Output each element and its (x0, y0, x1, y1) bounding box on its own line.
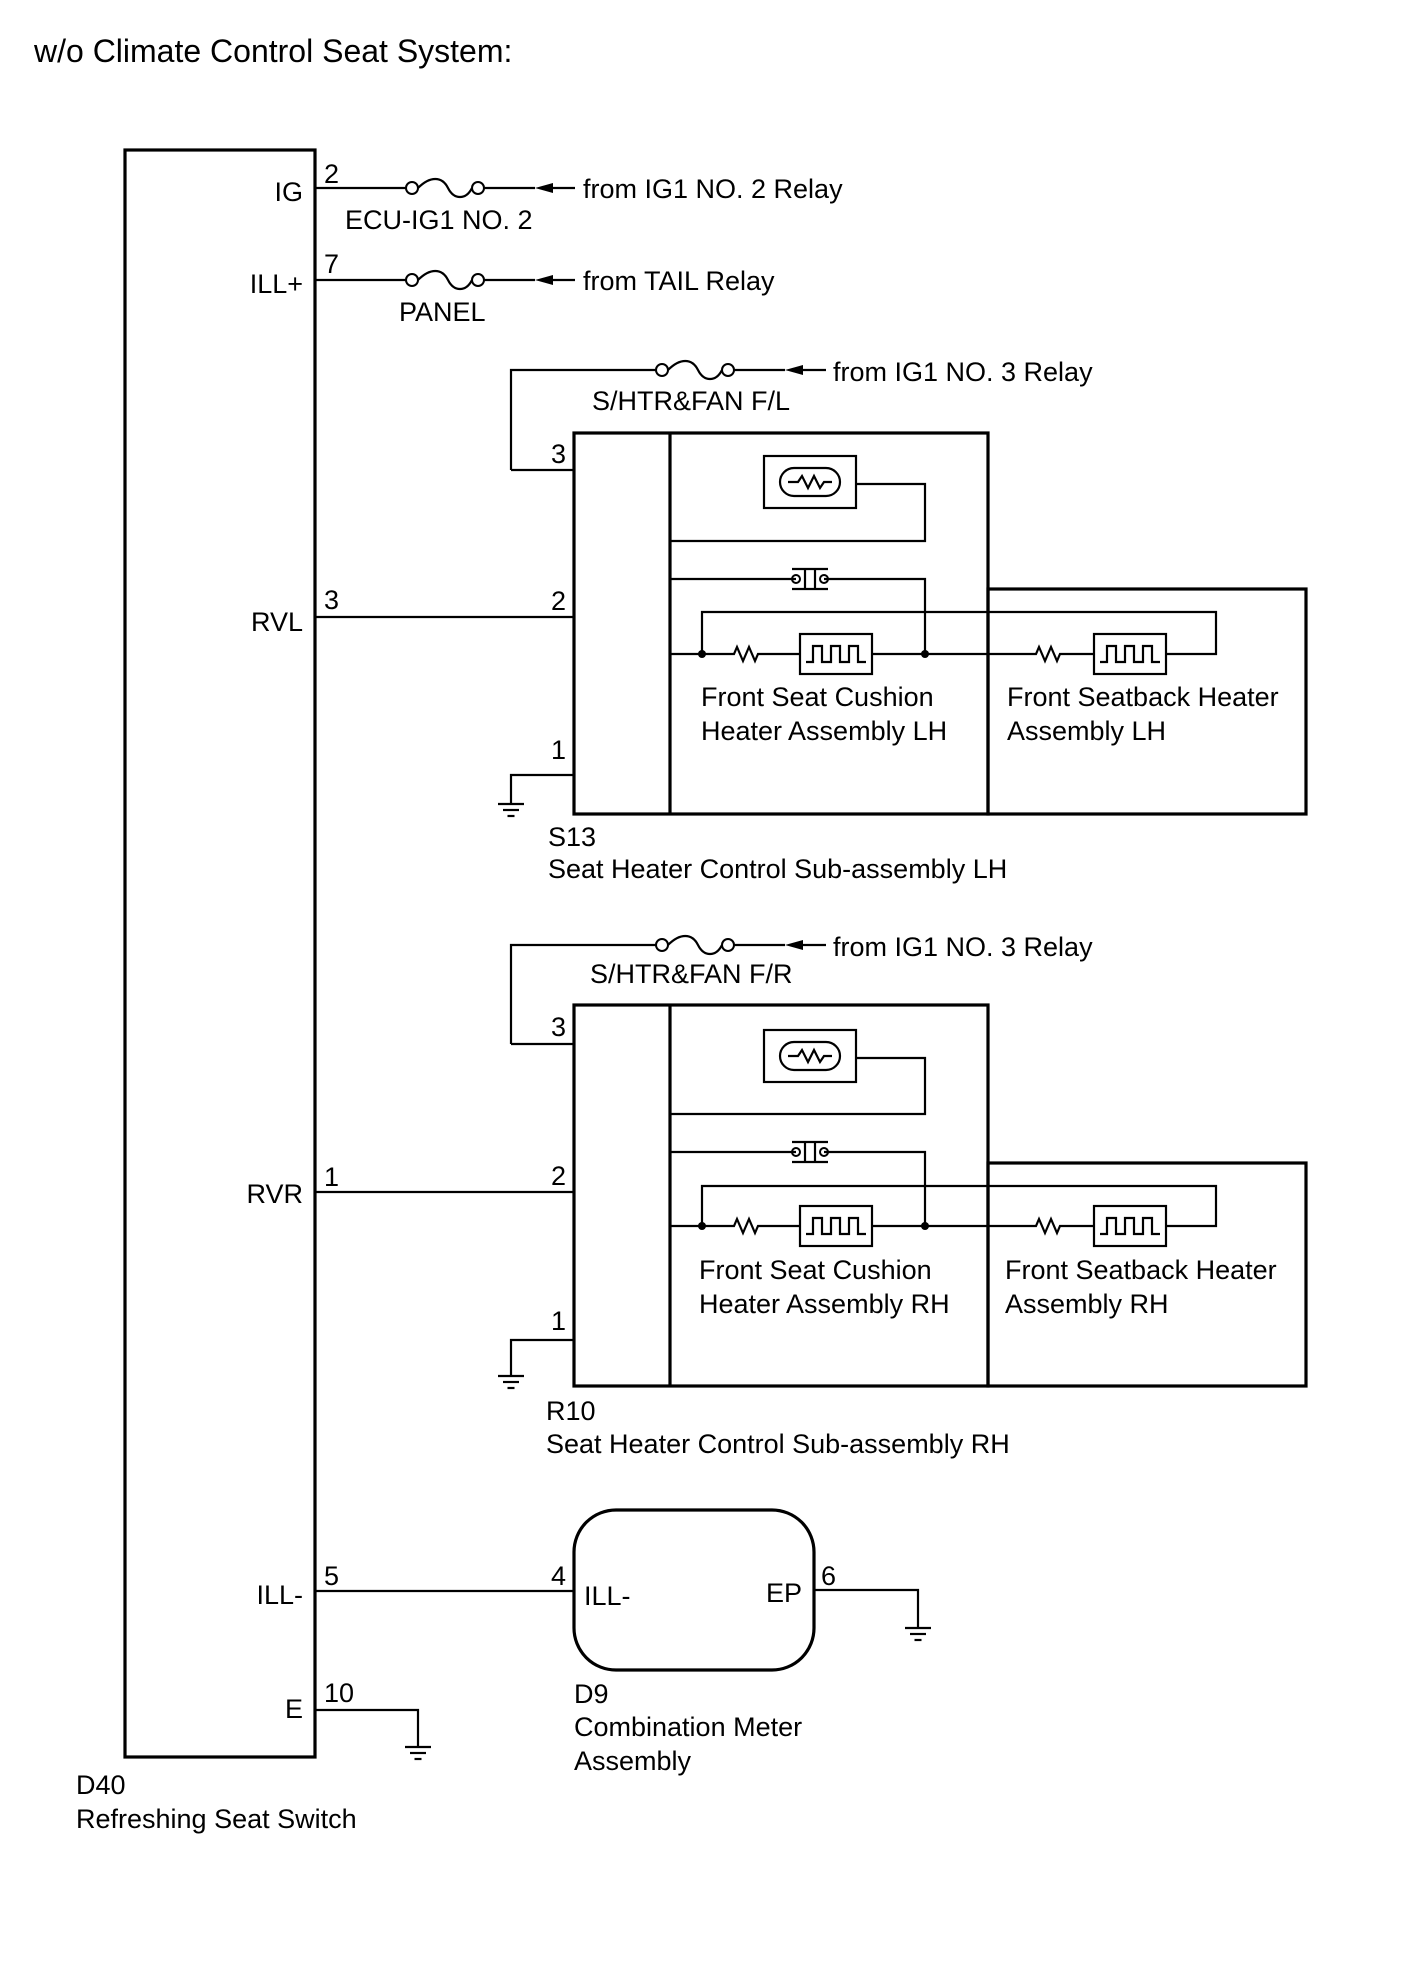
lh-cushion-line1: Front Seat Cushion (701, 682, 934, 712)
rvr-circuit: 1 2 (315, 1161, 574, 1194)
switch-pin-label-ill-minus: ILL- (256, 1580, 303, 1610)
rh-seatback-line2: Assembly RH (1005, 1289, 1169, 1319)
ill-minus-circuit: 5 (315, 1561, 574, 1593)
lh-name: Seat Heater Control Sub-assembly LH (548, 854, 1007, 884)
combination-meter: ILL- EP 4 6 D9 Combination Meter Assembl… (551, 1508, 933, 1776)
meter-pin-label-ill-minus: ILL- (584, 1581, 631, 1611)
ill-plus-circuit: 7 from TAIL Relay PANEL (315, 249, 775, 327)
e-ground-circuit: 10 (315, 1678, 433, 1761)
lh-seatback-line2: Assembly LH (1007, 716, 1166, 746)
rh-name: Seat Heater Control Sub-assembly RH (546, 1429, 1010, 1459)
rh-pin-2: 2 (551, 1161, 566, 1191)
lh-cushion-line2: Heater Assembly LH (701, 716, 947, 746)
fuse-shtr-fr-name: S/HTR&FAN F/R (590, 959, 793, 989)
switch-pin-num-e: 10 (324, 1678, 354, 1708)
fuse-ecu-ig1-source: from IG1 NO. 2 Relay (583, 174, 843, 204)
rh-pin-3: 3 (551, 1012, 566, 1042)
fuse-panel-name: PANEL (399, 297, 486, 327)
switch-pin-label-rvr: RVR (246, 1179, 303, 1209)
ig-circuit: 2 from IG1 NO. 2 Relay ECU-IG1 NO. 2 (315, 159, 843, 235)
page-title: w/o Climate Control Seat System: (33, 33, 512, 69)
fuse-shtr-fl-source: from IG1 NO. 3 Relay (833, 357, 1093, 387)
rvl-circuit: 3 2 (315, 585, 574, 619)
rh-cushion-line1: Front Seat Cushion (699, 1255, 932, 1285)
lh-pin-2: 2 (551, 586, 566, 616)
meter-name-line2: Assembly (574, 1746, 692, 1776)
switch-pin-num-rvr: 1 (324, 1162, 339, 1192)
switch-name: Refreshing Seat Switch (76, 1804, 357, 1834)
lh-pin-1: 1 (551, 735, 566, 765)
meter-pin-num-ill-minus: 4 (551, 1561, 566, 1591)
seat-heater-lh: from IG1 NO. 3 Relay S/HTR&FAN F/L 3 Fro… (496, 357, 1308, 884)
lh-code: S13 (548, 822, 596, 852)
fuse-panel-source: from TAIL Relay (583, 266, 775, 296)
meter-pin-num-ep: 6 (821, 1561, 836, 1591)
seat-heater-rh: from IG1 NO. 3 Relay S/HTR&FAN F/R 3 Fro… (496, 932, 1308, 1459)
meter-pin-label-ep: EP (766, 1578, 802, 1608)
switch-pin-label-ig: IG (274, 177, 303, 207)
switch-pin-label-rvl: RVL (251, 607, 303, 637)
lh-pin-3: 3 (551, 439, 566, 469)
meter-code: D9 (574, 1679, 609, 1709)
fuse-shtr-fl-name: S/HTR&FAN F/L (592, 386, 790, 416)
switch-pin-num-rvl: 3 (324, 585, 339, 615)
rh-cushion-line2: Heater Assembly RH (699, 1289, 950, 1319)
fuse-ecu-ig1-name: ECU-IG1 NO. 2 (345, 205, 533, 235)
switch-pin-num-ill-minus: 5 (324, 1561, 339, 1591)
rh-code: R10 (546, 1396, 596, 1426)
rh-pin-1: 1 (551, 1306, 566, 1336)
meter-name-line1: Combination Meter (574, 1712, 802, 1742)
refreshing-seat-switch: IG ILL+ RVL RVR ILL- E D40 Refreshing Se… (76, 148, 357, 1834)
lh-seatback-line1: Front Seatback Heater (1007, 682, 1279, 712)
fuse-shtr-fr-source: from IG1 NO. 3 Relay (833, 932, 1093, 962)
rh-seatback-line1: Front Seatback Heater (1005, 1255, 1277, 1285)
switch-code: D40 (76, 1770, 126, 1800)
switch-pin-num-ig: 2 (324, 159, 339, 189)
switch-pin-label-e: E (285, 1694, 303, 1724)
switch-pin-label-ill-plus: ILL+ (250, 269, 303, 299)
switch-pin-num-ill-plus: 7 (324, 249, 339, 279)
